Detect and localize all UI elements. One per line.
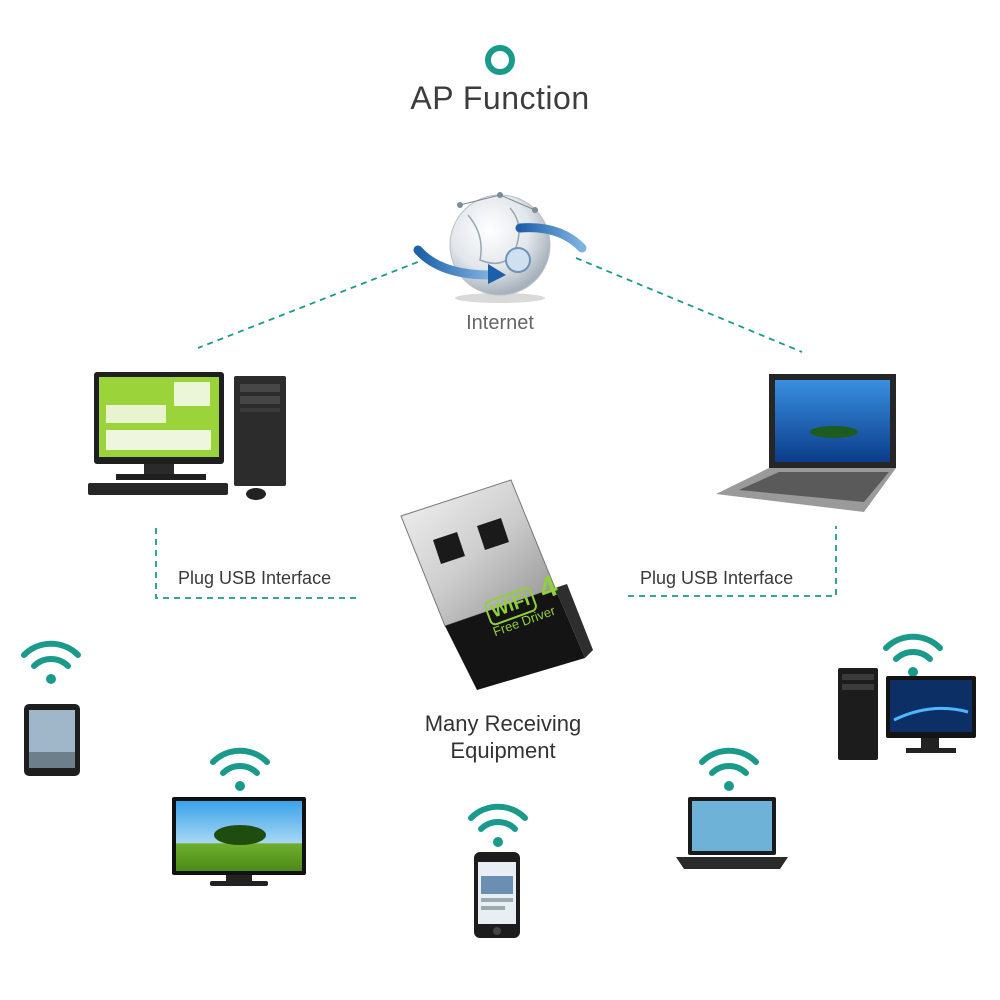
tv bbox=[172, 797, 306, 886]
dash-left-usb bbox=[155, 528, 360, 599]
usb-dongle bbox=[400, 479, 593, 690]
wifi-icon bbox=[883, 633, 943, 677]
ring-icon bbox=[485, 45, 515, 75]
right-link-label: Plug USB Interface bbox=[640, 568, 794, 588]
globe-icon bbox=[413, 192, 587, 303]
left-link-label: Plug USB Interface bbox=[178, 568, 332, 588]
dash-right-usb bbox=[628, 526, 837, 597]
gaming-pc bbox=[838, 668, 976, 760]
wifi-icon bbox=[468, 803, 528, 847]
laptop bbox=[716, 374, 896, 512]
dash-internet-right bbox=[575, 257, 803, 353]
receivers-label-line1: Many Receiving bbox=[424, 711, 582, 736]
receivers-label: Many Receiving Equipment bbox=[395, 710, 611, 764]
diagram-title: AP Function bbox=[410, 80, 590, 116]
dash-internet-left bbox=[197, 257, 429, 349]
wifi-icon bbox=[699, 747, 759, 791]
smartphone bbox=[474, 852, 520, 938]
desktop-pc bbox=[88, 372, 286, 500]
wifi-icon bbox=[21, 640, 81, 684]
internet-label: Internet bbox=[466, 312, 534, 334]
receivers-label-line2: Equipment bbox=[450, 738, 556, 763]
wifi-icon bbox=[210, 747, 270, 791]
small-laptop bbox=[676, 797, 788, 869]
tablet bbox=[24, 704, 80, 776]
